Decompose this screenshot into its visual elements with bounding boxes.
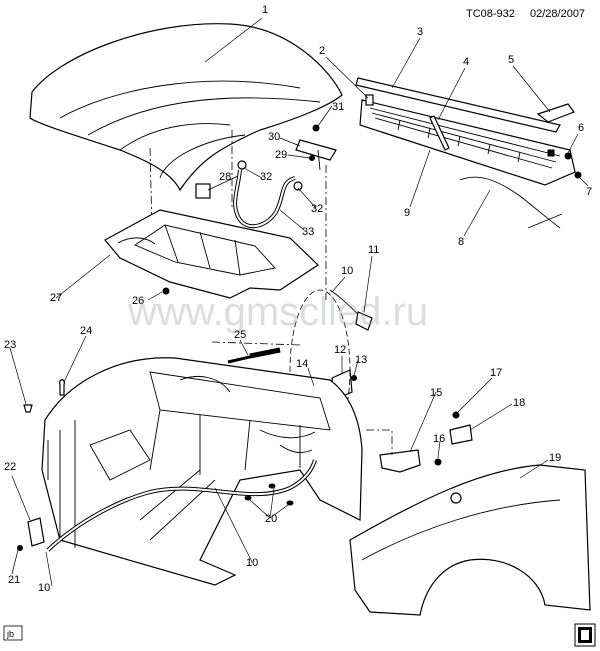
handle-bolt bbox=[17, 545, 23, 551]
air-inlet-seal bbox=[355, 77, 561, 133]
insulator-retainer bbox=[162, 287, 170, 295]
callout-26: 26 bbox=[132, 295, 144, 307]
callout-33: 33 bbox=[302, 226, 314, 238]
callout-22: 22 bbox=[4, 461, 16, 473]
washer-hose-assembly bbox=[233, 160, 303, 229]
callout-10-lower: 10 bbox=[38, 582, 50, 594]
callout-18: 18 bbox=[513, 397, 525, 409]
callout-7: 7 bbox=[586, 186, 592, 198]
callout-11: 11 bbox=[368, 244, 379, 256]
hood-insulator bbox=[104, 209, 319, 299]
hood-bumper bbox=[59, 379, 65, 396]
bumper-bolt bbox=[23, 404, 33, 413]
leader-lines bbox=[9, 17, 589, 587]
hinge-bolt bbox=[312, 124, 320, 132]
corner-tag: jb bbox=[3, 625, 23, 641]
callout-2: 2 bbox=[319, 45, 325, 57]
latch-bolt-right bbox=[351, 375, 357, 381]
callout-12: 12 bbox=[334, 344, 346, 356]
diagram-code: TC08-932 bbox=[466, 8, 515, 20]
callout-28: 28 bbox=[219, 171, 231, 183]
grille-clip bbox=[365, 94, 374, 106]
callout-32-right: 32 bbox=[311, 203, 323, 215]
callout-19: 19 bbox=[549, 452, 561, 464]
cable-clip bbox=[355, 311, 373, 331]
grille-screw-b bbox=[574, 171, 582, 179]
front-end-structure bbox=[41, 357, 363, 586]
callout-32-left: 32 bbox=[260, 171, 272, 183]
hood-bumper-bracket bbox=[195, 183, 211, 199]
cable-retainer-c bbox=[286, 500, 294, 506]
hinge-nut bbox=[309, 155, 315, 161]
washer-nozzle bbox=[429, 115, 450, 151]
grille-screw-a bbox=[564, 152, 572, 160]
callout-23: 23 bbox=[4, 339, 16, 351]
callout-30: 30 bbox=[268, 131, 280, 143]
corner-tag-text: jb bbox=[6, 629, 14, 639]
callout-17: 17 bbox=[490, 367, 502, 379]
callout-9: 9 bbox=[404, 207, 410, 219]
callout-labels: 1 2 3 4 5 6 7 8 9 10 11 12 13 14 15 16 1… bbox=[4, 4, 592, 594]
callout-1: 1 bbox=[262, 4, 268, 16]
callout-5: 5 bbox=[508, 54, 514, 66]
callout-10-middle: 10 bbox=[246, 557, 258, 569]
cable-retainer-b bbox=[268, 483, 276, 489]
callout-15: 15 bbox=[430, 387, 442, 399]
grille-cap bbox=[536, 103, 575, 123]
callout-24: 24 bbox=[80, 325, 92, 337]
callout-10-upper: 10 bbox=[341, 265, 353, 277]
callout-8: 8 bbox=[458, 236, 464, 248]
callout-21: 21 bbox=[8, 574, 20, 586]
callout-16: 16 bbox=[433, 433, 445, 445]
callout-29: 29 bbox=[275, 149, 287, 161]
callout-4: 4 bbox=[463, 56, 469, 68]
fender-bracket bbox=[379, 449, 421, 473]
fender-bolt bbox=[452, 411, 460, 419]
callout-3: 3 bbox=[417, 26, 423, 38]
logo-icon bbox=[574, 623, 596, 647]
cable-retainer-a bbox=[244, 495, 252, 501]
fender-support bbox=[449, 424, 473, 445]
callout-13: 13 bbox=[355, 354, 367, 366]
hood-hinge bbox=[295, 139, 337, 171]
callout-25: 25 bbox=[234, 329, 246, 341]
callout-6: 6 bbox=[578, 122, 584, 134]
release-handle bbox=[27, 517, 45, 547]
callout-27: 27 bbox=[50, 292, 62, 304]
front-fender bbox=[349, 464, 591, 616]
callout-20: 20 bbox=[265, 513, 277, 525]
diagram-date: 02/28/2007 bbox=[530, 8, 585, 20]
watermark: www.gmsclled.ru bbox=[127, 290, 428, 334]
hood bbox=[29, 23, 343, 192]
hood-prop-rod bbox=[227, 347, 281, 364]
air-inlet-grille bbox=[359, 99, 576, 186]
grille-nut bbox=[547, 149, 555, 157]
callout-31: 31 bbox=[332, 101, 344, 113]
bracket-bolt bbox=[434, 458, 442, 466]
washer-hose-upper bbox=[459, 176, 561, 229]
callout-14: 14 bbox=[296, 358, 308, 370]
